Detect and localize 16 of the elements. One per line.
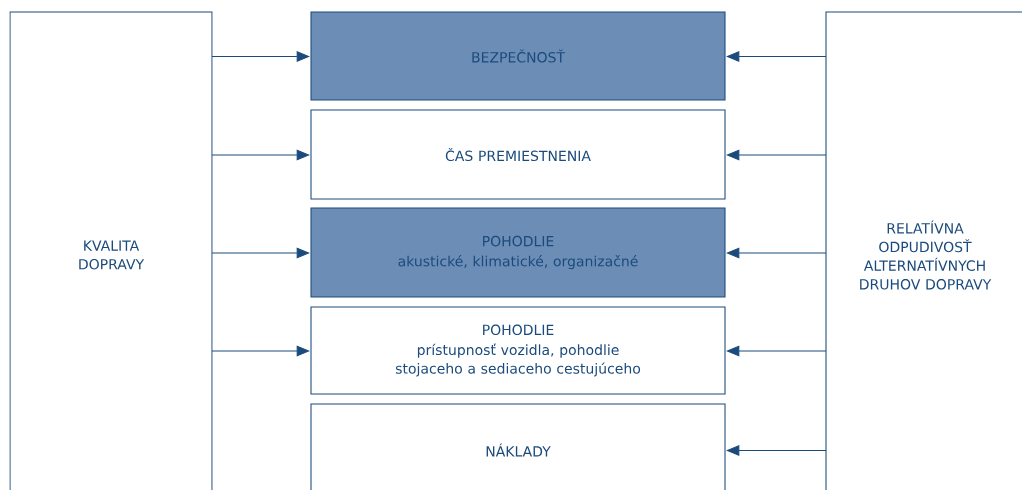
side-box: KVALITA DOPRAVY <box>9 11 213 490</box>
arrow <box>211 149 310 161</box>
arrow <box>726 445 827 456</box>
category-box: ČAS PREMIESTNENIA <box>310 109 726 200</box>
category-box: BEZPEČNOSŤ <box>310 11 726 101</box>
arrow <box>211 247 310 259</box>
side-box: RELATÍVNA ODPUDIVOSŤ ALTERNATÍVNYCH DRUHOV DOPRAVY <box>825 11 1022 490</box>
arrow <box>726 51 827 62</box>
category-box: POHODLIE akustické, klimatické, organizačné <box>310 207 726 298</box>
arrow <box>726 345 827 357</box>
category-box: POHODLIE prístupnosť vozidla, pohodlie stojaceho a sediaceho cestujúceho <box>310 306 726 395</box>
category-box: NÁKLADY <box>310 403 726 490</box>
arrow <box>211 345 310 357</box>
arrow <box>726 247 827 259</box>
arrow <box>726 149 827 161</box>
arrow <box>211 51 310 62</box>
